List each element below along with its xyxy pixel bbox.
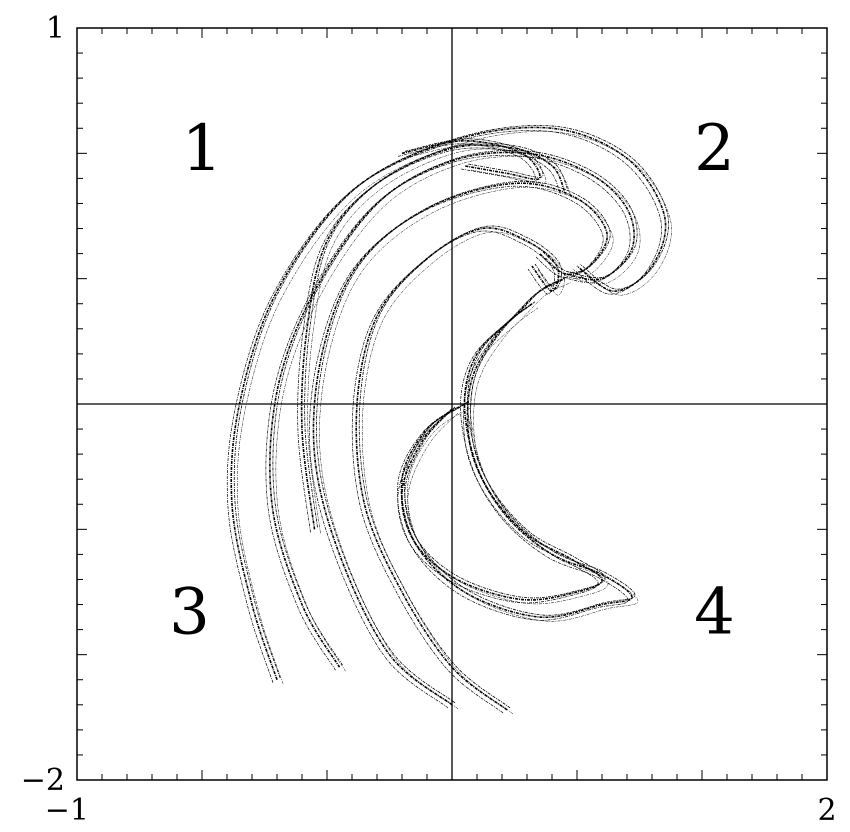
attractor-strands	[226, 125, 672, 715]
axis-ticks	[77, 28, 827, 780]
attractor-strand	[309, 185, 604, 709]
attractor-strand	[397, 143, 537, 183]
attractor-strand	[404, 301, 606, 599]
attractor-strand	[226, 130, 662, 683]
attractor-strand	[397, 281, 629, 621]
region-label: 1	[182, 112, 223, 186]
y-tick-label: 1	[46, 11, 65, 46]
attractor-strand	[397, 306, 599, 604]
attractor-strand	[233, 125, 669, 678]
region-labels: 1 2 3 4	[169, 112, 735, 650]
attractor-strand	[230, 126, 667, 680]
attractor-strand	[407, 307, 609, 605]
attractor-strand	[407, 282, 639, 622]
attractor-strand	[362, 231, 565, 715]
region-label: 4	[694, 576, 735, 650]
attractor-strand	[404, 138, 544, 178]
tick-labels: −1 2 1 −2	[21, 11, 837, 828]
attractor-strand	[319, 186, 614, 709]
attractor-strand	[237, 131, 672, 684]
region-label: 2	[694, 112, 735, 186]
attractor-strand	[272, 150, 638, 666]
attractor-strand	[407, 144, 547, 184]
x-tick-label: −1	[45, 793, 89, 828]
attractor-strand	[404, 276, 636, 616]
attractor-strand	[355, 227, 560, 711]
attractor-strand	[401, 139, 541, 181]
x-tick-label: 2	[817, 793, 836, 828]
attractor-strand	[351, 230, 555, 714]
region-label: 3	[169, 576, 210, 650]
attractor-strand	[275, 156, 641, 672]
attractor-strand	[265, 155, 631, 671]
attractor-strand	[401, 303, 603, 601]
y-tick-label: −2	[21, 763, 65, 798]
attractor-strand	[358, 225, 562, 709]
